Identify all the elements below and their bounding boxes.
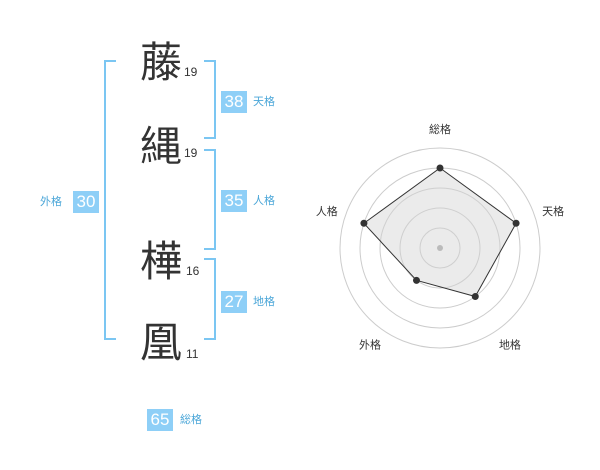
name-char-4: 凰 — [140, 318, 183, 367]
radar-ring-2 — [399, 207, 481, 289]
radar-point-2 — [512, 219, 520, 227]
radar-point-4 — [412, 276, 420, 284]
radar-axis-label-4: 外格 — [359, 337, 381, 351]
radar-point-1 — [436, 164, 444, 172]
stroke-count-4: 11 — [186, 347, 199, 361]
name-char-1: 藤 — [140, 38, 183, 87]
radar-axis-label-1: 総格 — [429, 122, 451, 136]
radar-axis-label-2: 天格 — [542, 204, 564, 218]
chikaku-label: 地格 — [253, 295, 275, 308]
gaikaku-score: 30 — [73, 191, 99, 213]
stroke-count-3: 16 — [186, 264, 200, 278]
radar-axis-label-3: 地格 — [499, 337, 521, 351]
radar-data-polygon — [363, 167, 517, 298]
radar-ring-1 — [419, 227, 461, 269]
radar-point-5 — [360, 219, 368, 227]
tenkaku-bracket — [204, 60, 216, 139]
stroke-count-1: 19 — [184, 65, 198, 79]
name-char-3: 樺 — [140, 237, 183, 286]
soukaku-score: 65 — [147, 409, 173, 431]
radar-point-3 — [471, 293, 479, 301]
chikaku-bracket — [204, 258, 216, 340]
jinkaku-bracket — [204, 149, 216, 250]
radar-axis-label-5: 人格 — [316, 204, 338, 218]
tenkaku-score: 38 — [221, 91, 247, 113]
chikaku-score: 27 — [221, 291, 247, 313]
stroke-count-2: 19 — [184, 146, 198, 160]
radar-center-dot — [437, 245, 443, 251]
radar-ring-3 — [379, 187, 501, 309]
gaikaku-bracket — [104, 60, 116, 340]
soukaku-label: 総格 — [180, 413, 202, 426]
jinkaku-score: 35 — [221, 190, 247, 212]
tenkaku-label: 天格 — [253, 95, 275, 108]
gaikaku-label: 外格 — [40, 195, 62, 208]
name-char-2: 縄 — [140, 122, 183, 171]
jinkaku-label: 人格 — [253, 194, 275, 207]
